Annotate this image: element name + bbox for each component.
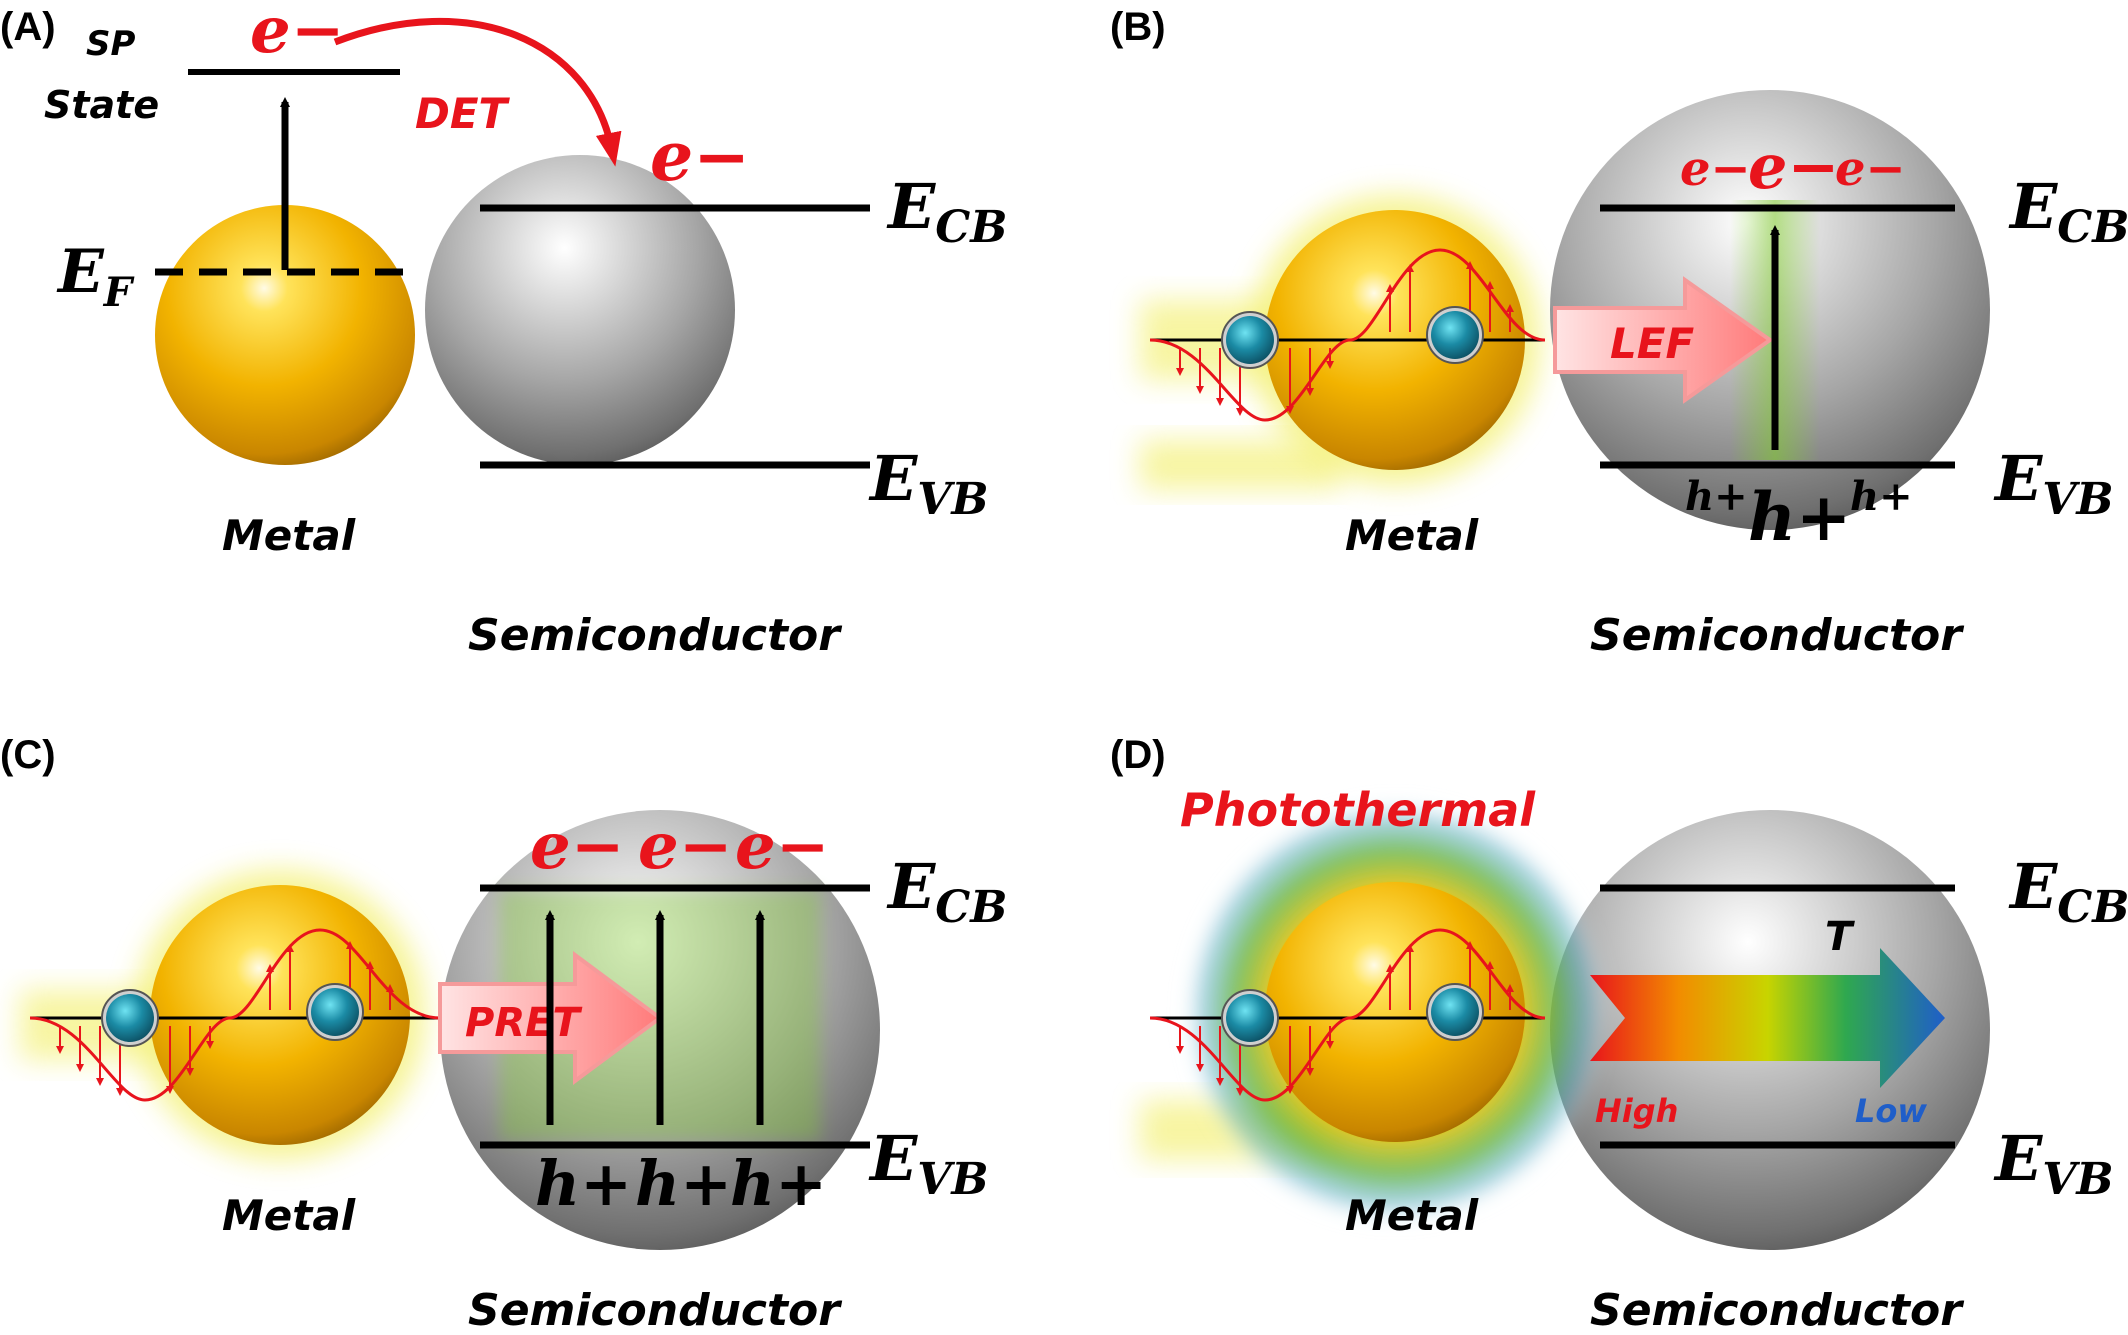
electron-1: e−	[1680, 141, 1751, 197]
hole-1: h+	[535, 1147, 632, 1220]
semiconductor-label: Semiconductor	[468, 1285, 842, 1335]
low-label: Low	[1855, 1092, 1927, 1130]
metal-label: Metal	[222, 1191, 356, 1240]
ecb-label: ECB	[886, 850, 1007, 933]
hole-1: h+	[1685, 473, 1748, 520]
charge-dot-left	[106, 994, 154, 1042]
ecb-label: ECB	[2008, 850, 2128, 933]
det-arrow	[333, 17, 622, 167]
det-label: DET	[415, 89, 511, 138]
ef-label: EF	[56, 237, 135, 316]
evb-label: EVB	[1993, 442, 2114, 525]
panel-c-label: (C)	[0, 733, 56, 777]
semiconductor-label: Semiconductor	[1590, 610, 1964, 661]
evb-label: EVB	[868, 1122, 989, 1205]
sp-label-2: State	[44, 83, 159, 127]
panel-a-label: (A)	[0, 5, 56, 49]
hole-3: h+	[1850, 473, 1913, 520]
charge-dot-right	[1431, 311, 1479, 359]
pret-label: PRET	[465, 1000, 582, 1046]
metal-label: Metal	[222, 511, 356, 560]
photothermal-label: Photothermal	[1180, 783, 1536, 837]
panel-a: (A) SP State e− DET e− EF ECB EVB Metal …	[0, 0, 1007, 661]
semiconductor-sphere	[425, 155, 735, 465]
plasmon-wave	[29, 928, 441, 1102]
metal-sphere	[1265, 882, 1525, 1142]
panel-c: (C)	[0, 733, 1007, 1335]
semiconductor-label: Semiconductor	[1590, 1285, 1964, 1335]
temperature-gradient-arrow	[1590, 948, 1945, 1088]
panel-b: (B)	[1110, 5, 2128, 661]
electron-2: e−	[1748, 130, 1839, 203]
semiconductor-label: Semiconductor	[468, 610, 842, 661]
lef-label: LEF	[1610, 319, 1694, 368]
hole-3: h+	[730, 1147, 827, 1220]
ecb-label: ECB	[2008, 170, 2128, 253]
sp-label-1: SP	[86, 24, 135, 64]
metal-sphere	[150, 885, 410, 1145]
charge-dot-right	[311, 988, 359, 1036]
high-label: High	[1595, 1092, 1678, 1130]
charge-dot-right	[1431, 988, 1479, 1036]
panel-d: (D)	[1110, 733, 2128, 1335]
electron-3: e−	[735, 809, 829, 884]
electron-1: e−	[530, 809, 624, 884]
panel-d-label: (D)	[1110, 733, 1166, 777]
evb-label: EVB	[868, 442, 989, 525]
charge-dot-left	[1226, 316, 1274, 364]
lef-arrow	[1553, 276, 1774, 404]
electron-cb: e−	[650, 117, 750, 197]
evb-label: EVB	[1993, 1122, 2114, 1205]
electron-3: e−	[1835, 141, 1906, 197]
electron-sp: e−	[250, 0, 344, 68]
ecb-label: ECB	[886, 170, 1007, 253]
panel-b-label: (B)	[1110, 5, 1166, 49]
hole-2: h+	[635, 1147, 732, 1220]
hole-2: h+	[1748, 478, 1851, 556]
charge-dot-left	[1226, 994, 1274, 1042]
metal-label: Metal	[1345, 1191, 1479, 1240]
temperature-symbol: T	[1825, 914, 1855, 960]
electron-2: e−	[638, 809, 732, 884]
metal-label: Metal	[1345, 511, 1479, 560]
